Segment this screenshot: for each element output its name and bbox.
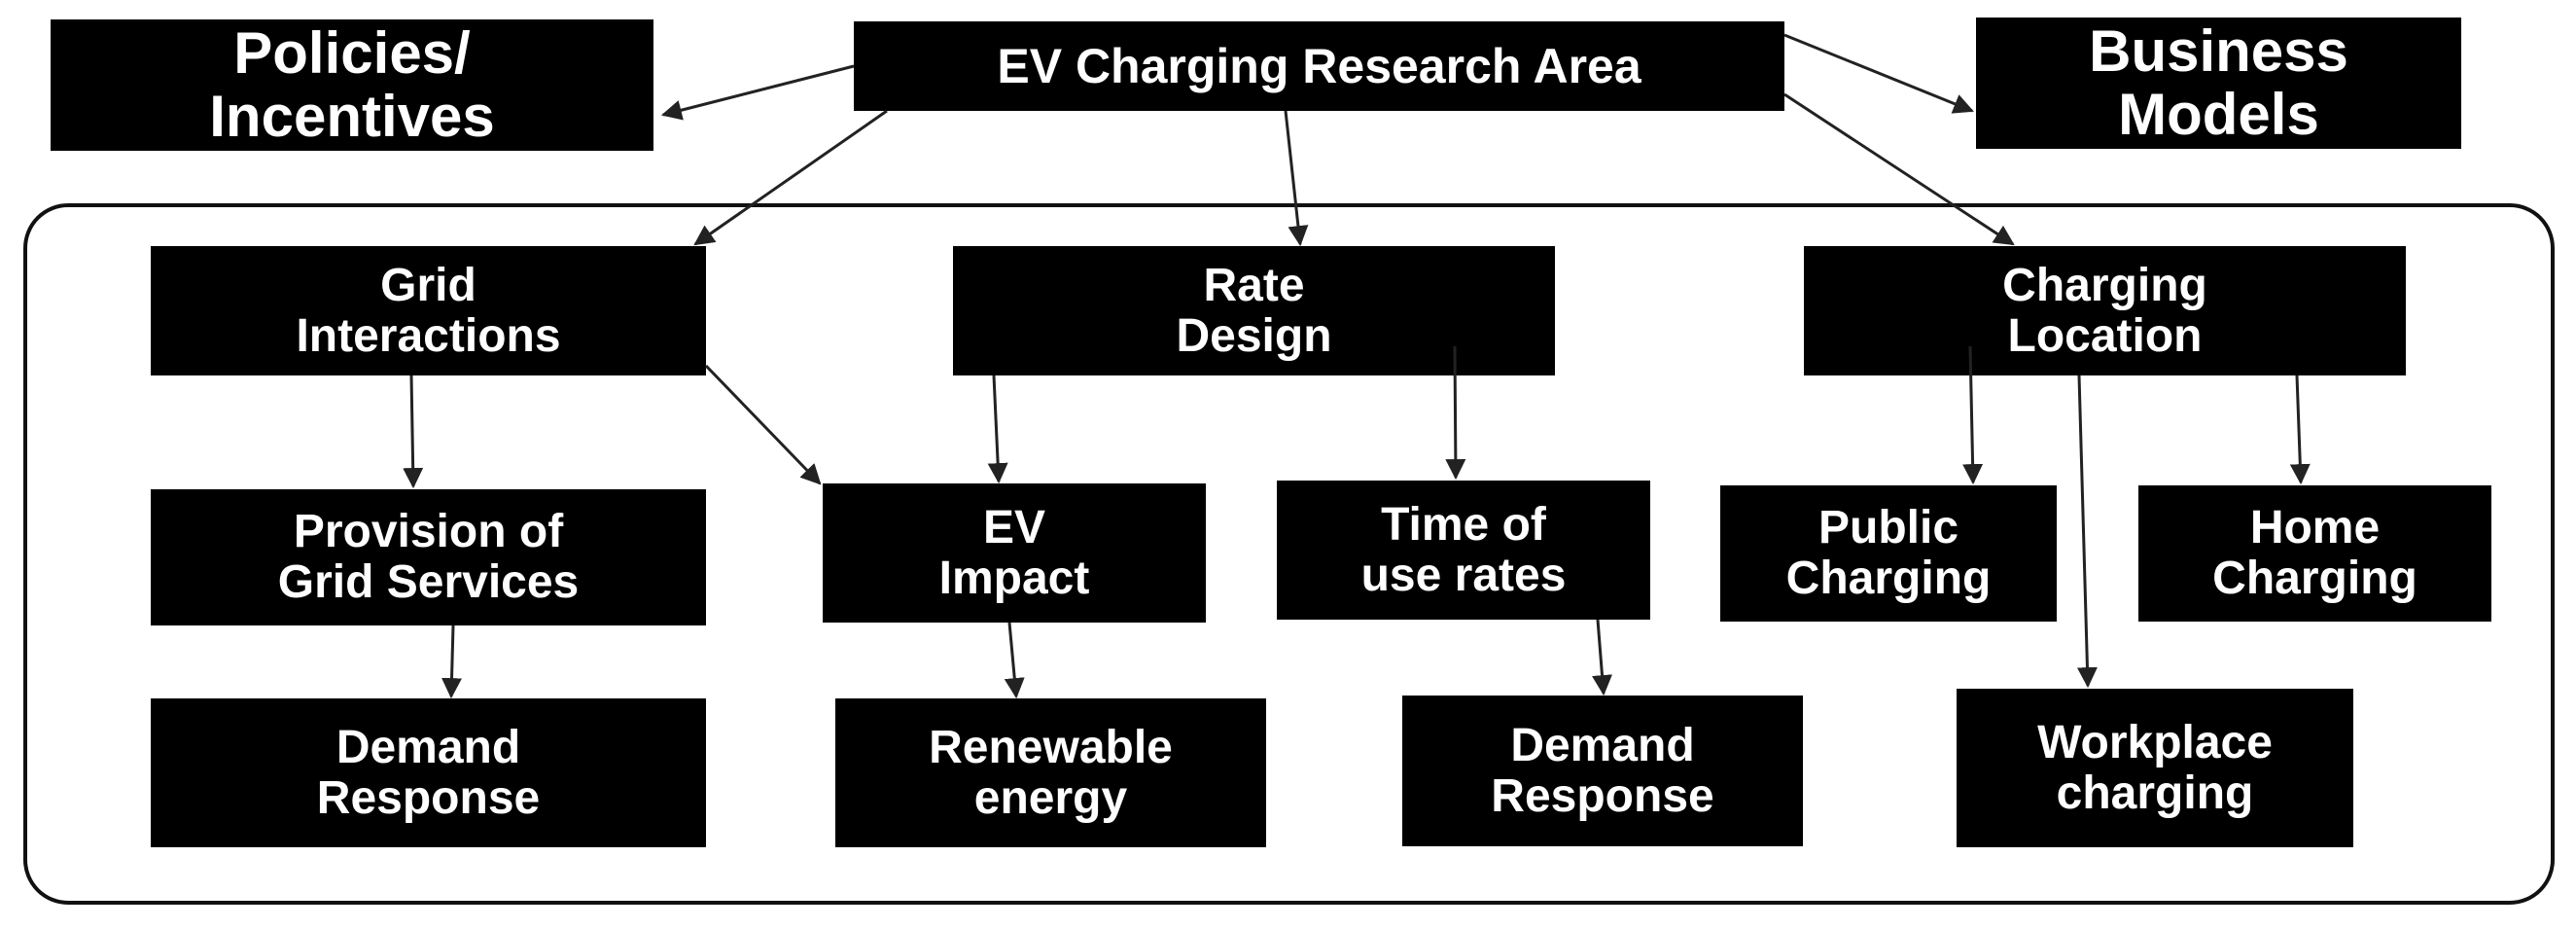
node-renewable-energy: Renewable energy (835, 698, 1266, 847)
node-demand-response-rate: Demand Response (1402, 696, 1803, 846)
edge-root-to-business (1783, 33, 1974, 114)
node-charging-location: Charging Location (1804, 246, 2406, 375)
node-public-charging: Public Charging (1720, 485, 2057, 622)
node-workplace-charging: Workplace charging (1957, 689, 2353, 847)
node-provision-of-grid-services: Provision of Grid Services (151, 489, 706, 625)
node-ev-impact: EV Impact (823, 483, 1206, 623)
node-grid-interactions: Grid Interactions (151, 246, 706, 375)
node-rate-design: Rate Design (953, 246, 1555, 375)
edge-root-to-policies (660, 64, 855, 121)
node-business-models: Business Models (1976, 18, 2461, 149)
node-ev-charging-research-area: EV Charging Research Area (854, 21, 1784, 111)
node-demand-response-grid: Demand Response (151, 698, 706, 847)
node-policies-incentives: Policies/ Incentives (51, 19, 653, 151)
node-time-of-use-rates: Time of use rates (1277, 481, 1650, 620)
node-home-charging: Home Charging (2138, 485, 2491, 622)
